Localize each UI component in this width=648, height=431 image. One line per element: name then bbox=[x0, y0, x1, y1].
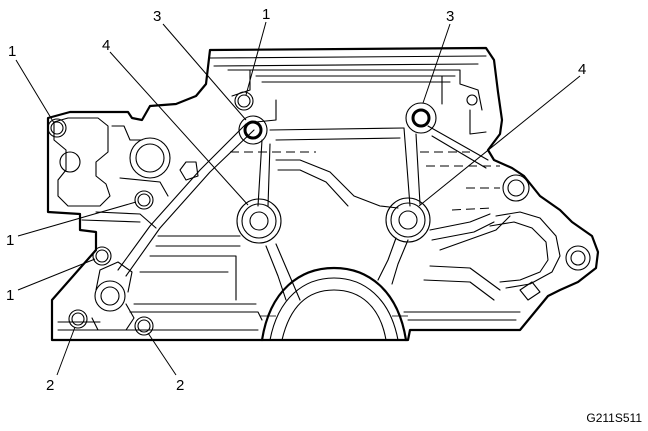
bolt-hole-3-left bbox=[238, 115, 268, 145]
callout-3-right: 3 bbox=[446, 8, 454, 25]
hidden-lines bbox=[230, 151, 500, 211]
crankshaft-bearing-bore bbox=[260, 266, 408, 342]
callout-1-top: 1 bbox=[262, 6, 270, 23]
bolt-hole-4-left bbox=[236, 198, 282, 244]
bolt-hole-1-upper-left bbox=[47, 118, 67, 138]
callout-2-left: 2 bbox=[46, 377, 54, 394]
bolt-hole-2-right bbox=[134, 316, 154, 336]
bolt-hole-1-lower-left bbox=[92, 246, 112, 266]
callout-2-right: 2 bbox=[176, 377, 184, 394]
left-flange bbox=[53, 117, 171, 331]
figure-id: G211S511 bbox=[586, 411, 642, 425]
callout-4-left: 4 bbox=[102, 37, 110, 54]
rib-structure bbox=[117, 94, 591, 301]
callout-1-upper-left: 1 bbox=[8, 43, 16, 60]
callout-4-right: 4 bbox=[578, 61, 586, 78]
bolt-hole-4-right bbox=[385, 197, 431, 243]
callout-3-left: 3 bbox=[153, 8, 161, 25]
leader-lines bbox=[15, 21, 581, 376]
callout-1-mid-left: 1 bbox=[6, 232, 14, 249]
bolt-hole-3-right bbox=[405, 102, 437, 134]
callout-1-lower-left: 1 bbox=[6, 287, 14, 304]
block-outline bbox=[46, 46, 600, 342]
bolt-hole-1-mid-left bbox=[134, 190, 154, 210]
bolt-hole-1-top bbox=[234, 91, 254, 111]
callouts: 1 1 1 1 2 2 3 3 4 4 bbox=[6, 6, 586, 394]
bolt-holes bbox=[47, 91, 437, 336]
bolt-hole-2-left bbox=[68, 309, 88, 329]
